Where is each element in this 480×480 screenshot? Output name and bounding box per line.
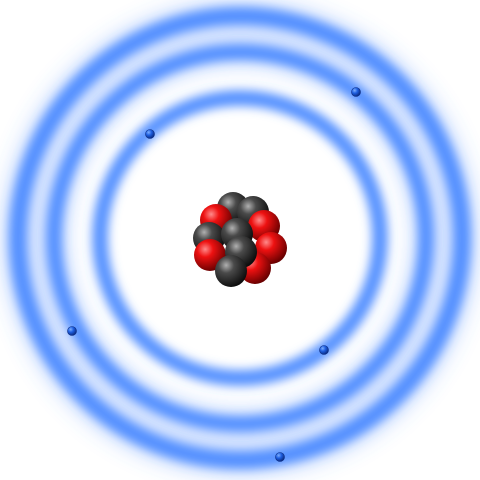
- electron-2: [319, 345, 329, 355]
- orbital-ring-1: [9, 7, 471, 469]
- neutron-6: [215, 255, 247, 287]
- orbital-ring-3: [92, 90, 388, 386]
- nucleus: [193, 192, 287, 287]
- electron-1: [145, 129, 155, 139]
- electron-5: [275, 452, 285, 462]
- orbital-ring-2: [46, 44, 434, 432]
- electron-3: [351, 87, 361, 97]
- electron-4: [67, 326, 77, 336]
- electrons: [67, 87, 361, 462]
